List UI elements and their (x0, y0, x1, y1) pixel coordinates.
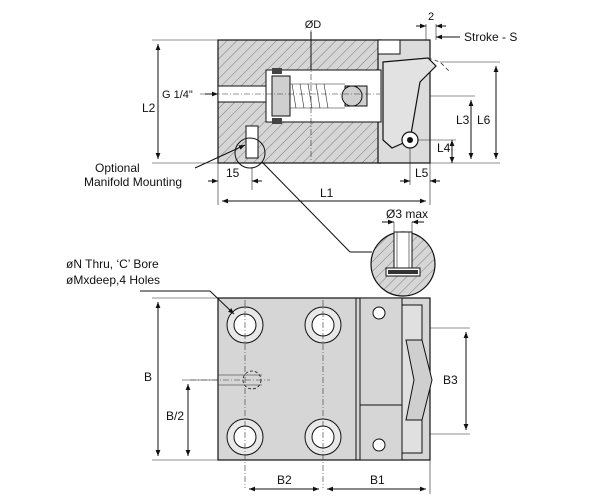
detail-view: Ø3 max (350, 207, 436, 297)
plan-lever (405, 339, 433, 421)
pin-hole-top (372, 306, 386, 320)
plan-view (190, 297, 433, 488)
pin-hole-bottom (372, 438, 386, 452)
label-manifold-mounting: Manifold Mounting (84, 175, 182, 189)
label-bore-line1: øN Thru, ‘C’ Bore (66, 257, 159, 271)
clamp-lever (382, 57, 437, 149)
label-l3: L3 (456, 113, 470, 127)
detail-circle (234, 137, 266, 169)
label-b1: B1 (370, 473, 385, 487)
section-dimensions: ØD 2 Stroke - S L2 G 1/4" L6 L3 L4 (84, 11, 517, 205)
rod-ball (341, 85, 363, 107)
label-g-quarter: G 1/4" (162, 89, 193, 101)
manifold-passage (245, 125, 259, 159)
label-l4: L4 (437, 141, 451, 155)
label-l6: L6 (477, 113, 491, 127)
label-stroke: Stroke - S (464, 30, 517, 44)
label-b-half: B/2 (166, 409, 184, 423)
label-dim-15: 15 (226, 166, 240, 180)
piston (271, 75, 291, 117)
label-dim-2: 2 (428, 11, 434, 23)
label-b3: B3 (443, 373, 458, 387)
label-diameter-d: ØD (305, 19, 322, 31)
label-b: B (144, 370, 152, 384)
label-bore-line2: øMxdeep,4 Holes (66, 273, 160, 287)
plan-dimensions: øN Thru, ‘C’ Bore øMxdeep,4 Holes B B/2 … (66, 257, 470, 494)
label-b2: B2 (277, 473, 292, 487)
seal-bottom (272, 118, 282, 124)
plan-clamp-section (359, 297, 403, 461)
label-phi3max: Ø3 max (386, 207, 428, 221)
label-l1: L1 (320, 186, 334, 200)
label-l2: L2 (142, 101, 156, 115)
label-l5: L5 (415, 166, 429, 180)
top-cap (377, 39, 401, 55)
label-optional: Optional (95, 161, 140, 175)
spring (290, 83, 345, 109)
seal-top (272, 68, 282, 74)
section-view (200, 30, 451, 253)
